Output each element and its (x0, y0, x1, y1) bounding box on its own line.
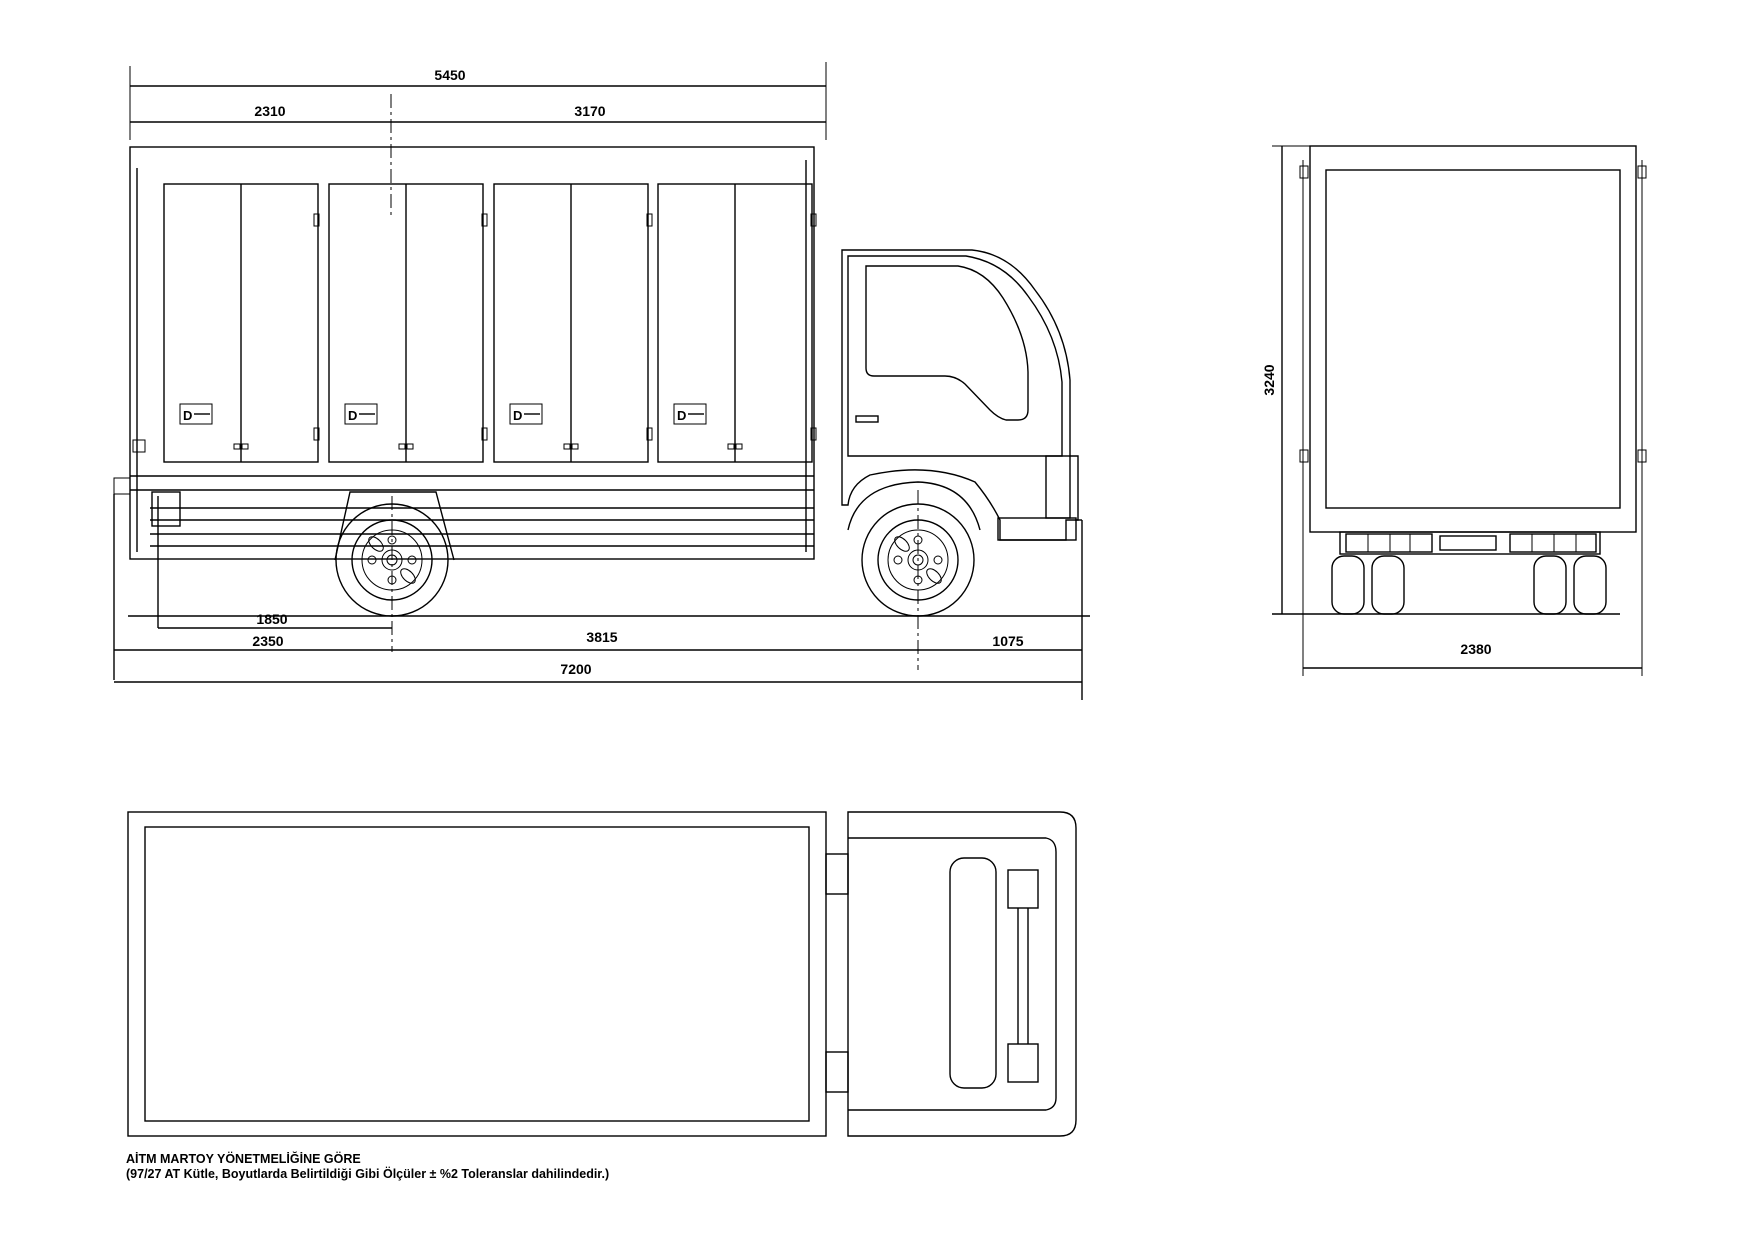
rear-view: 3240 2380 (1261, 145, 1647, 676)
front-wheel (861, 490, 975, 670)
cab (841, 249, 1083, 700)
dim-text-5450: 5450 (434, 67, 465, 83)
dim-text-2380: 2380 (1460, 641, 1491, 657)
dim-text-2350: 2350 (252, 633, 283, 649)
cargo-box (129, 146, 815, 560)
dim-text-2310: 2310 (254, 103, 285, 119)
top-view (127, 811, 1077, 1137)
dim-text-1075: 1075 (992, 633, 1023, 649)
svg-text:D: D (513, 408, 522, 423)
dim-text-7200: 7200 (560, 661, 591, 677)
dim-text-3170: 3170 (574, 103, 605, 119)
dim-text-3815: 3815 (586, 629, 617, 645)
dim-text-3240: 3240 (1261, 364, 1277, 395)
dim-bottom: 1850 2350 3815 1075 7200 (114, 496, 1082, 683)
cargo-doors: D D D (132, 183, 817, 463)
dim-sections: 2310 3170 (130, 94, 826, 218)
door-set-4: D (657, 183, 817, 463)
svg-text:D: D (348, 408, 357, 423)
door-set-1: D (163, 183, 320, 463)
svg-text:D: D (677, 408, 686, 423)
side-view: 5450 2310 3170 D (113, 62, 1090, 700)
regulation-note-title: AİTM MARTOY YÖNETMELİĞİNE GÖRE (126, 1152, 361, 1166)
rear-lamp (132, 439, 146, 453)
regulation-note-detail: (97/27 AT Kütle, Boyutlarda Belirtildiği… (126, 1167, 610, 1181)
dim-overall-body: 5450 (129, 62, 827, 140)
chassis-rails (113, 475, 814, 680)
door-set-2: D (328, 183, 488, 463)
dim-text-1850: 1850 (256, 611, 287, 627)
door-set-3: D (493, 183, 653, 463)
svg-text:D: D (183, 408, 192, 423)
